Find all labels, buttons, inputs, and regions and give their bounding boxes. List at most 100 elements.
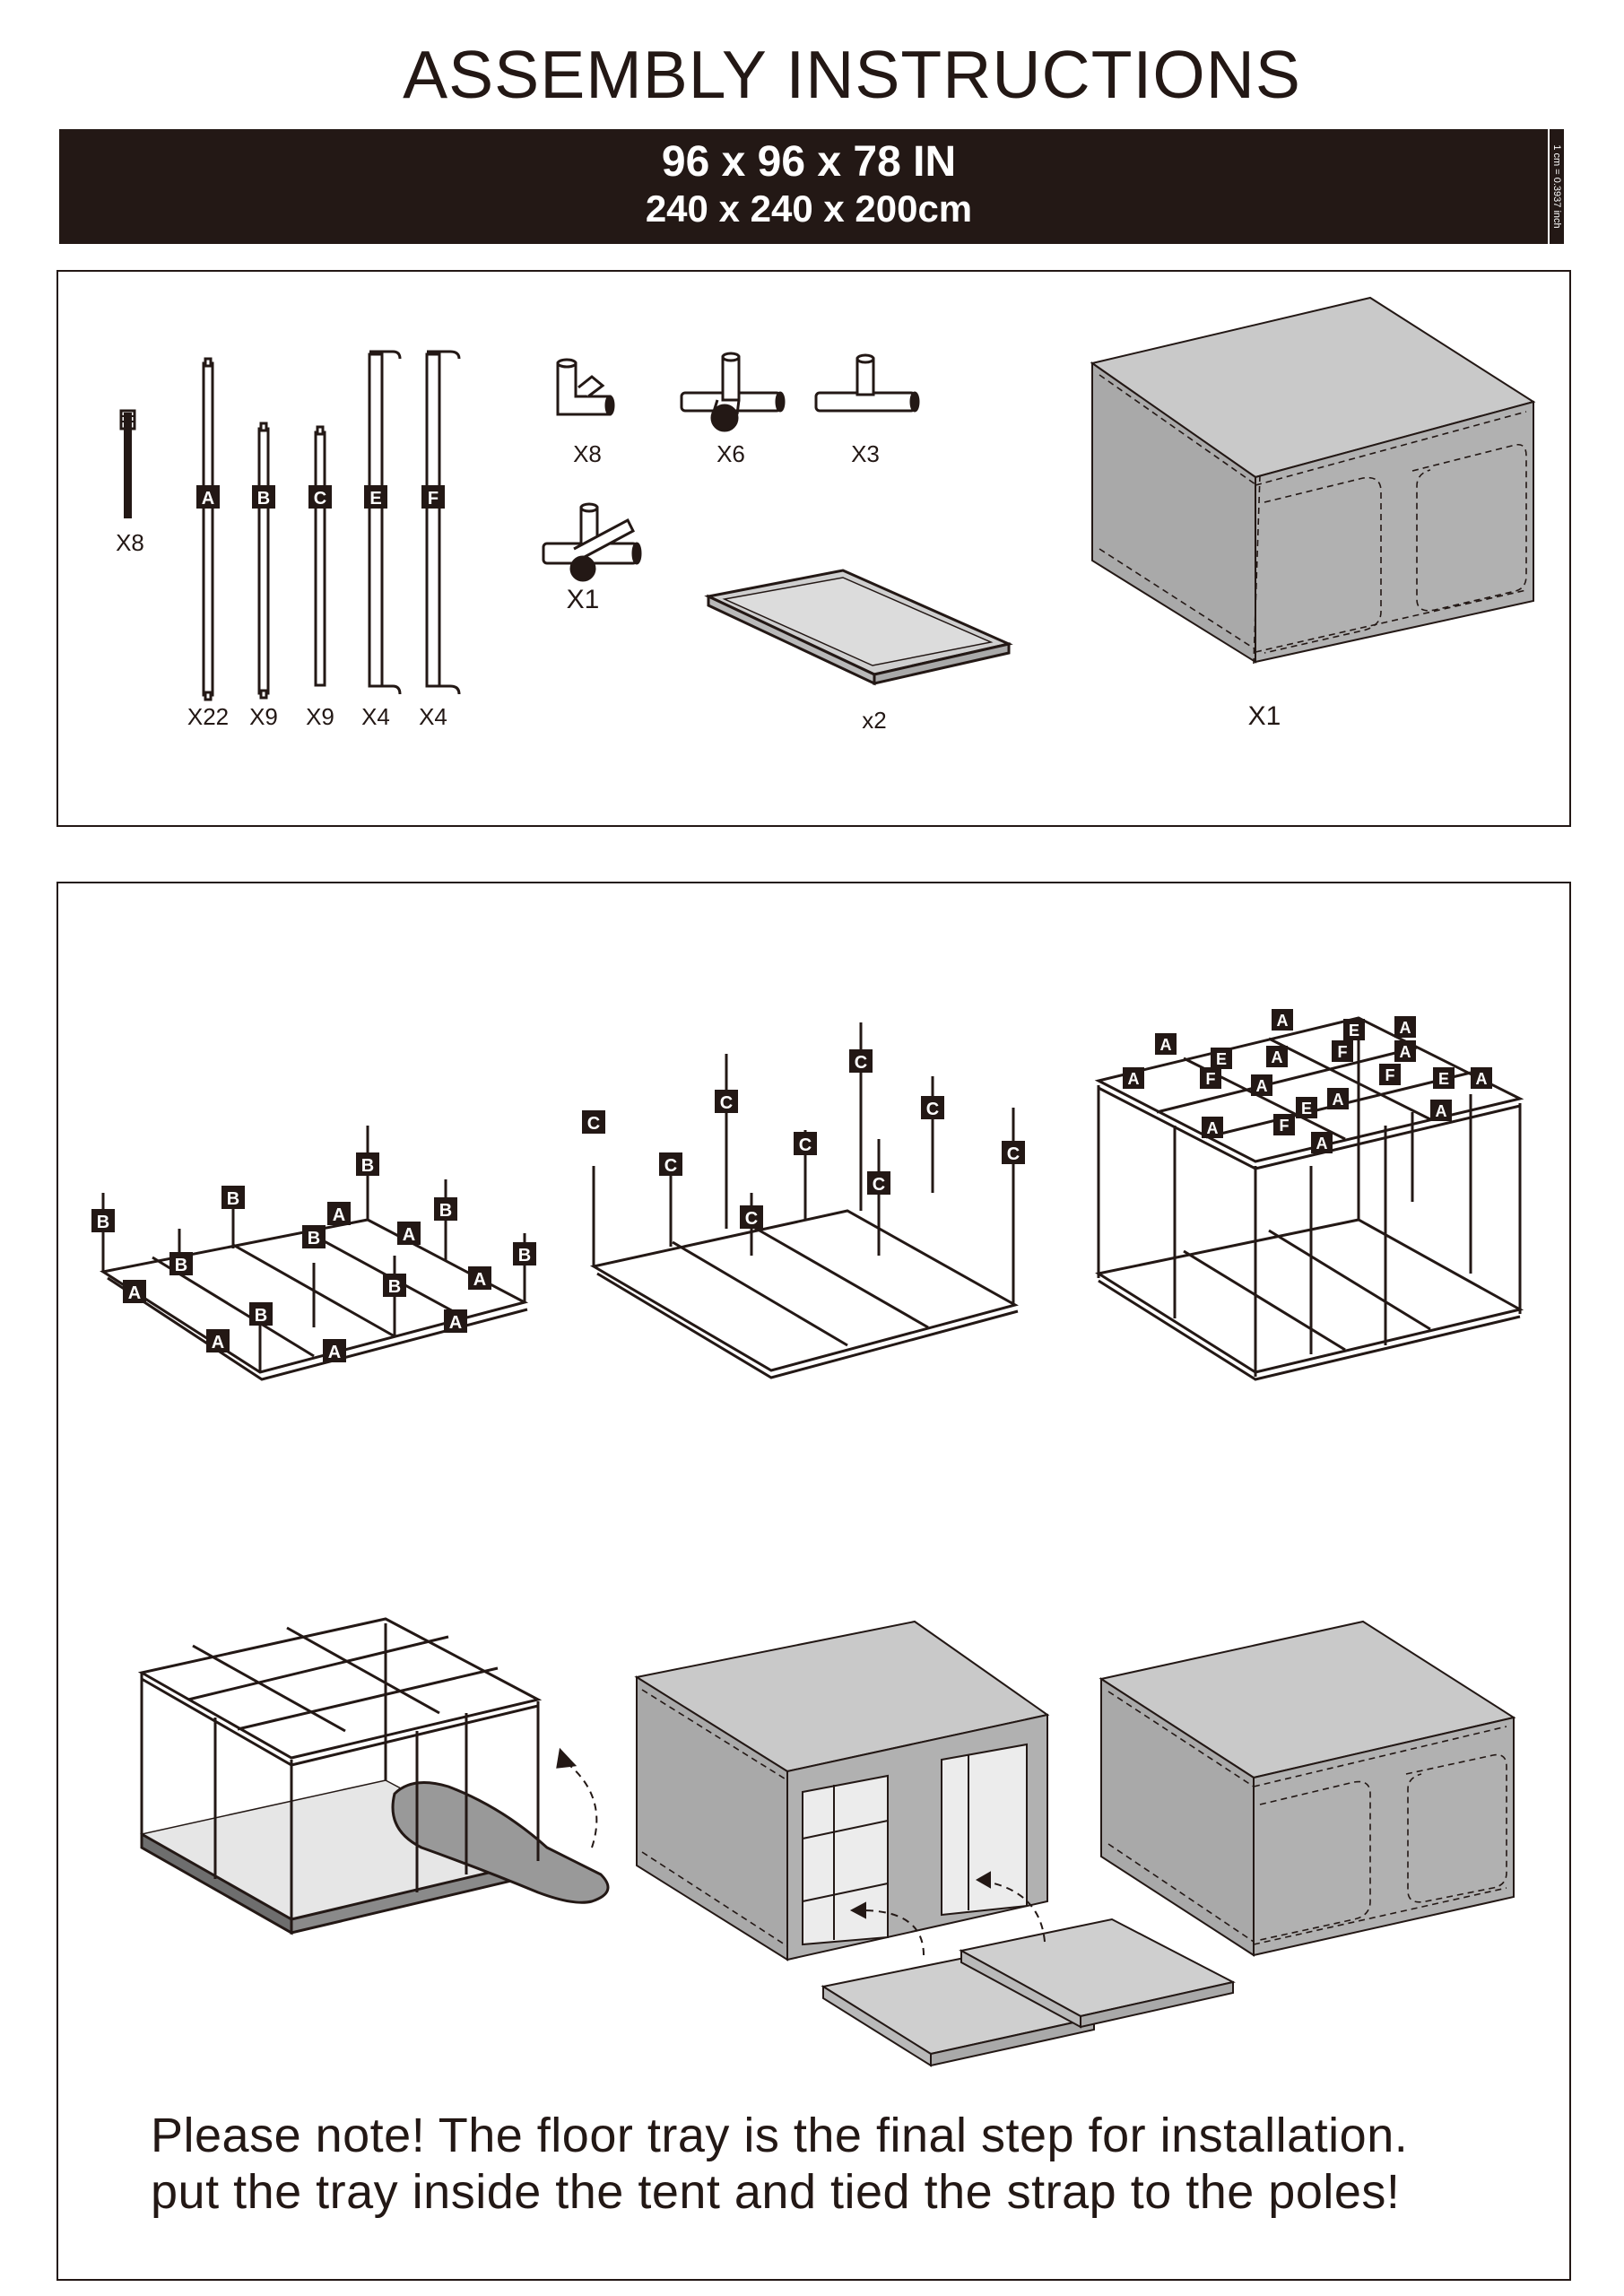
pole-f-tag — [421, 485, 445, 509]
label-text: A — [1400, 1043, 1411, 1061]
steps-panel — [56, 882, 1571, 2281]
pole-a-qty: X22 — [187, 703, 229, 730]
label-b: B — [302, 1225, 326, 1248]
label-text: E — [1438, 1070, 1449, 1088]
label-text: C — [799, 1135, 812, 1155]
label-text: A — [328, 1343, 341, 1362]
label-b: B — [221, 1186, 245, 1209]
label-a: A — [1123, 1067, 1144, 1089]
step1-base-frame — [100, 1126, 529, 1381]
label-e: E — [1343, 1019, 1365, 1040]
label-text: A — [1476, 1070, 1488, 1088]
page-title: ASSEMBLY INSTRUCTIONS — [403, 37, 1301, 112]
label-b: B — [434, 1197, 457, 1221]
label-e: E — [1211, 1048, 1232, 1069]
label-f: F — [1200, 1067, 1221, 1089]
floor-tray-icon — [704, 569, 1013, 686]
label-c: C — [794, 1132, 817, 1155]
label-text: C — [745, 1209, 758, 1229]
label-text: B — [175, 1256, 187, 1275]
tee-4way-qty: X6 — [716, 440, 745, 467]
label-text: A — [473, 1270, 486, 1290]
size-banner: 96 x 96 x 78 IN 240 x 240 x 200cm — [59, 129, 1559, 244]
label-text: E — [1301, 1100, 1312, 1118]
label-c: C — [867, 1171, 890, 1195]
label-text: A — [333, 1205, 345, 1225]
note-line-1: Please note! The floor tray is the final… — [151, 2109, 1409, 2162]
label-e: E — [1296, 1097, 1317, 1118]
pole-e-qty: X4 — [361, 703, 390, 730]
label-b: B — [169, 1252, 193, 1275]
tee-3way-connector-icon — [814, 353, 920, 413]
label-c: C — [659, 1152, 682, 1176]
tee-3way-qty: X3 — [851, 440, 880, 467]
label-f: F — [1332, 1040, 1353, 1062]
label-a: A — [1327, 1088, 1349, 1109]
step3-labels: A A A A A A A A A A A A E E E E F F F F — [1123, 1009, 1492, 1153]
strap-qty: X8 — [116, 529, 144, 556]
label-c: C — [582, 1110, 605, 1134]
label-f: F — [1273, 1114, 1295, 1135]
label-c: C — [1002, 1141, 1025, 1164]
label-text: A — [1128, 1070, 1140, 1088]
label-text: A — [128, 1283, 141, 1303]
parts-panel — [56, 270, 1571, 827]
cross-connector-icon — [542, 502, 642, 582]
pole-f-icon — [425, 350, 461, 695]
size-centimeters: 240 x 240 x 200cm — [645, 187, 973, 230]
label-a: A — [327, 1202, 351, 1225]
label-a: A — [206, 1329, 230, 1352]
pole-e-letter: E — [369, 489, 381, 509]
label-text: B — [308, 1229, 320, 1248]
label-text: B — [255, 1306, 267, 1326]
label-c: C — [849, 1049, 873, 1073]
label-text: A — [1256, 1077, 1268, 1095]
label-text: A — [403, 1225, 415, 1245]
label-text: C — [587, 1114, 600, 1134]
tent-qty: X1 — [1248, 701, 1281, 731]
label-text: A — [1333, 1091, 1344, 1109]
label-text: B — [518, 1246, 531, 1265]
pole-e-tag — [364, 485, 387, 509]
label-a: A — [1311, 1132, 1333, 1153]
label-a: A — [1272, 1009, 1293, 1031]
label-text: A — [449, 1313, 462, 1333]
corner-connector-qty: X8 — [573, 440, 602, 467]
label-text: B — [388, 1277, 401, 1297]
pole-c-tag — [308, 485, 332, 509]
pole-c-icon — [314, 425, 326, 687]
label-text: F — [1206, 1070, 1216, 1088]
label-text: A — [1277, 1012, 1289, 1030]
label-text: A — [1316, 1135, 1328, 1152]
label-text: F — [1280, 1117, 1290, 1135]
step1-labels: B B B B B B B B B A A A A A A A — [91, 1152, 536, 1362]
tee-4way-connector-icon — [680, 352, 786, 432]
pole-e-icon — [368, 350, 402, 695]
pole-a-icon — [202, 357, 214, 701]
step3-roof-frame — [1094, 1016, 1524, 1381]
label-text: C — [1007, 1144, 1020, 1164]
step2-uprights-frame — [589, 1022, 1019, 1379]
cross-connector-qty: X1 — [567, 585, 600, 614]
tent-icon — [1090, 296, 1536, 665]
label-a: A — [1471, 1067, 1492, 1089]
pole-a-tag — [196, 485, 220, 509]
pole-a-letter: A — [202, 489, 214, 509]
unit-conversion-tab: 1 cm = 0.3937 inch — [1548, 129, 1564, 244]
label-a: A — [1202, 1117, 1223, 1138]
label-text: B — [361, 1156, 374, 1176]
label-text: A — [1272, 1048, 1283, 1066]
corner-connector-icon — [556, 358, 615, 416]
label-c: C — [715, 1090, 738, 1113]
label-text: A — [1400, 1019, 1411, 1037]
label-b: B — [356, 1152, 379, 1176]
label-text: A — [212, 1333, 224, 1352]
label-text: C — [926, 1100, 939, 1119]
label-text: A — [1436, 1102, 1447, 1120]
label-text: A — [1160, 1036, 1172, 1054]
label-f: F — [1379, 1064, 1401, 1085]
pole-f-qty: X4 — [419, 703, 447, 730]
pole-b-icon — [257, 422, 270, 700]
label-text: B — [439, 1201, 452, 1221]
